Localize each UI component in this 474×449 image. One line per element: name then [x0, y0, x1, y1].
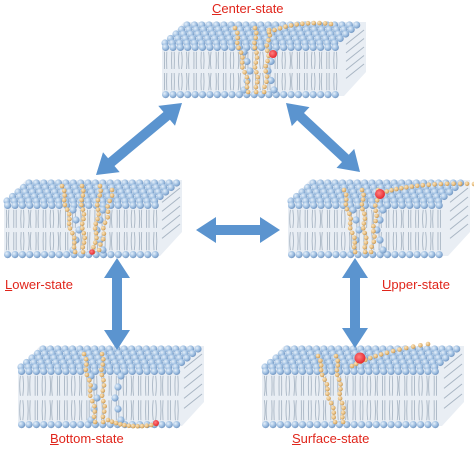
- membrane-center-state: [161, 20, 366, 99]
- membrane-upper-state: [287, 179, 474, 259]
- arrow-upper-surface: [342, 258, 368, 348]
- label-center-state: Center-state: [212, 1, 284, 16]
- arrow-lower-upper: [196, 217, 280, 243]
- label-lower-state: Lower-state: [5, 277, 73, 292]
- membrane-bottom-state: [17, 345, 204, 429]
- label-surface-state: Surface-state: [292, 431, 370, 446]
- membrane-surface-state: [261, 341, 464, 429]
- arrow-lower-bottom: [104, 258, 130, 350]
- label-bottom-state: Bottom-state: [50, 431, 124, 446]
- arrow-center-lower: [96, 103, 182, 175]
- label-upper-state: Upper-state: [382, 277, 450, 292]
- membrane-lower-state: [3, 179, 182, 259]
- arrow-center-upper: [286, 103, 360, 172]
